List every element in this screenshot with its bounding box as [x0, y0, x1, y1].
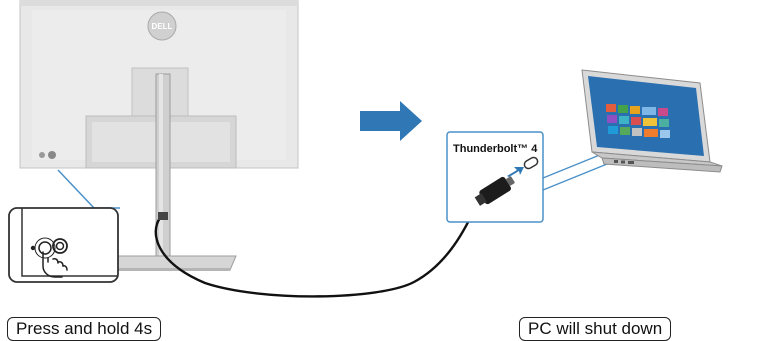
usb-c-port-icon: [523, 156, 539, 170]
port-callout-box: [446, 131, 544, 223]
finger-press-icon: [34, 237, 68, 278]
monitor-power-button: [48, 151, 56, 159]
caption-pc-will-shut-down: PC will shut down: [519, 317, 672, 341]
thunderbolt-callout: Thunderbolt™ 4: [446, 131, 613, 223]
port-label: Thunderbolt™ 4: [453, 143, 538, 155]
laptop-screen: [588, 76, 704, 156]
power-button-callout: [8, 169, 120, 283]
right-arrow-icon: [360, 101, 422, 141]
dell-logo: DELL: [147, 11, 177, 41]
joystick-dot: [30, 245, 36, 251]
dell-logo-text: DELL: [152, 22, 173, 31]
power-button-icon: [52, 238, 68, 254]
laptop: [581, 69, 723, 173]
usb-c-cable: [154, 195, 487, 298]
caption-press-and-hold-text: Press and hold 4s: [16, 319, 153, 338]
monitor-joystick: [39, 152, 45, 158]
caption-press-and-hold: Press and hold 4s: [7, 317, 162, 341]
usb-c-plug: [474, 176, 515, 206]
caption-pc-will-shut-down-text: PC will shut down: [528, 319, 663, 338]
start-screen-tiles: [606, 104, 670, 138]
